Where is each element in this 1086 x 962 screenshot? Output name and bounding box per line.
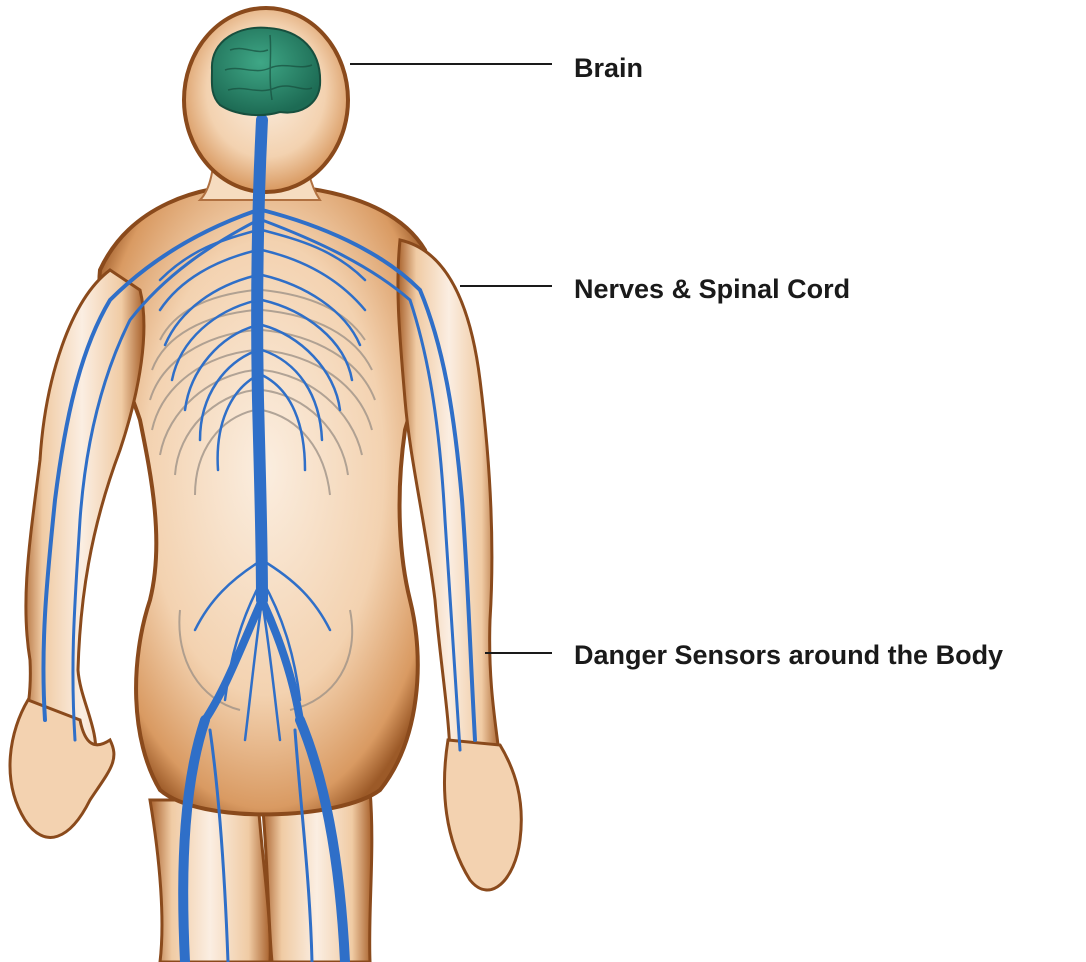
label-danger-sensors: Danger Sensors around the Body [574,642,1003,669]
label-nerves-spinal-cord: Nerves & Spinal Cord [574,276,850,303]
brain [212,28,320,115]
label-brain: Brain [574,55,643,82]
